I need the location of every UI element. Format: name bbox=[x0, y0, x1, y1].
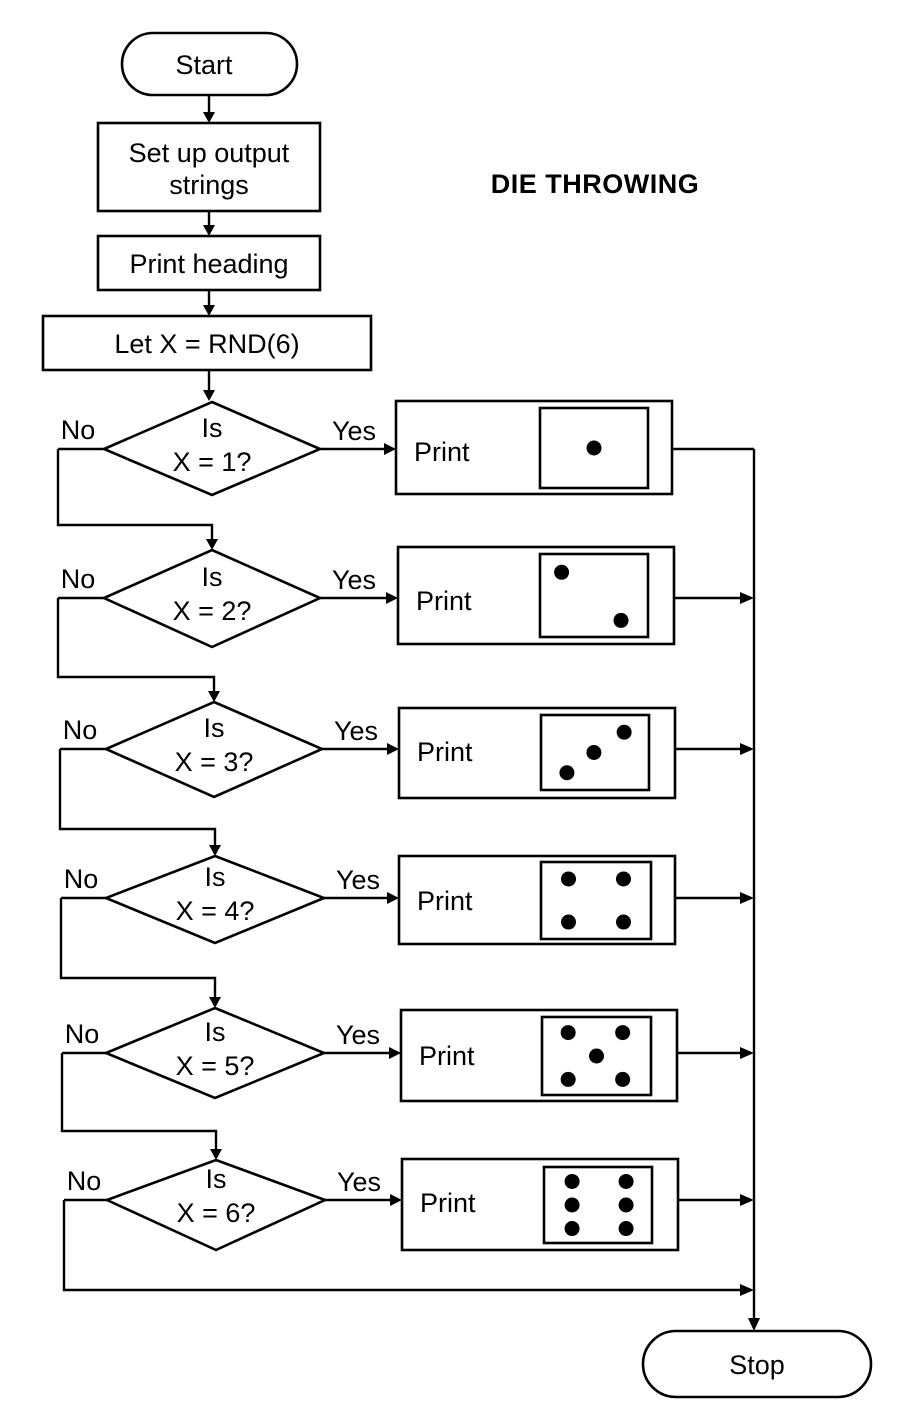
no-connector-2 bbox=[56, 598, 216, 692]
die-pip-4-1 bbox=[561, 871, 576, 887]
die-pip-6-6 bbox=[618, 1221, 634, 1237]
decision-line2-6: X = 6? bbox=[177, 1198, 256, 1228]
die-pip-4-3 bbox=[561, 914, 576, 930]
die-pip-6-3 bbox=[564, 1197, 580, 1213]
no-connector-5 bbox=[60, 1053, 218, 1150]
die-pip-5-1 bbox=[560, 1025, 576, 1041]
no-connector-4 bbox=[59, 898, 217, 998]
die-pip-3-1 bbox=[616, 724, 632, 740]
decision-line2-3: X = 3? bbox=[175, 747, 254, 777]
print-label-2: Print bbox=[416, 586, 472, 616]
print-label-3: Print bbox=[417, 737, 473, 767]
print-label-1: Print bbox=[414, 437, 470, 467]
no-label-5: No bbox=[65, 1019, 100, 1049]
decision-line2-2: X = 2? bbox=[173, 596, 252, 626]
start-label: Start bbox=[175, 50, 233, 80]
die-pip-1-1 bbox=[586, 440, 602, 456]
die-face-4 bbox=[539, 860, 653, 941]
diagram-title: DIE THROWING bbox=[491, 169, 700, 199]
no-connector-1 bbox=[56, 449, 214, 540]
setup-strings-line1: Set up output bbox=[129, 138, 290, 168]
decision-line1-6: Is bbox=[205, 1164, 226, 1194]
no-label-1: No bbox=[61, 415, 96, 445]
collector-line bbox=[673, 447, 760, 1331]
die-pip-4-4 bbox=[616, 914, 631, 930]
yes-label-6: Yes bbox=[337, 1167, 381, 1197]
decision-diamond-4 bbox=[102, 854, 328, 945]
decision-diamond-3 bbox=[102, 700, 326, 799]
decision-line1-2: Is bbox=[201, 562, 222, 592]
decision-line1-5: Is bbox=[204, 1017, 225, 1047]
random-assign-box: Let X = RND(6) bbox=[41, 314, 373, 372]
no-label-4: No bbox=[64, 864, 99, 894]
no-connector-3 bbox=[58, 749, 217, 846]
yes-label-3: Yes bbox=[334, 716, 378, 746]
die-pip-2-2 bbox=[613, 612, 629, 628]
print-heading-box: Print heading bbox=[96, 234, 322, 292]
die-face-6 bbox=[542, 1165, 654, 1245]
die-pip-6-1 bbox=[564, 1173, 580, 1189]
die-pip-5-5 bbox=[615, 1071, 631, 1087]
decision-line1-3: Is bbox=[203, 713, 224, 743]
die-pip-5-3 bbox=[589, 1048, 604, 1064]
decision-diamond-2 bbox=[100, 548, 324, 649]
print-label-5: Print bbox=[419, 1041, 475, 1071]
die-pip-5-2 bbox=[615, 1025, 631, 1041]
decision-diamond-6 bbox=[103, 1158, 329, 1252]
no-label-6: No bbox=[67, 1166, 102, 1196]
decision-diamond-5 bbox=[102, 1006, 328, 1100]
decision-line2-4: X = 4? bbox=[176, 896, 255, 926]
decision-line2-1: X = 1? bbox=[173, 447, 252, 477]
die-pip-6-2 bbox=[618, 1173, 634, 1189]
die-pip-5-4 bbox=[560, 1071, 576, 1087]
random-assign-label: Let X = RND(6) bbox=[114, 329, 299, 359]
setup-strings-box: Set up output strings bbox=[96, 121, 322, 213]
die-pip-2-1 bbox=[554, 564, 570, 580]
decision-line2-5: X = 5? bbox=[176, 1051, 255, 1081]
stop-terminator: Stop bbox=[641, 1329, 873, 1399]
die-pip-3-2 bbox=[586, 745, 602, 760]
top-connectors bbox=[203, 95, 215, 401]
decision-line1-1: Is bbox=[201, 413, 222, 443]
no-connector-6 bbox=[62, 1200, 742, 1292]
die-pip-4-2 bbox=[616, 871, 631, 887]
print-heading-label: Print heading bbox=[129, 249, 288, 279]
yes-label-2: Yes bbox=[332, 565, 376, 595]
print-label-6: Print bbox=[420, 1188, 476, 1218]
die-pip-6-4 bbox=[618, 1197, 634, 1213]
die-face-2 bbox=[538, 552, 650, 639]
setup-strings-line2: strings bbox=[169, 170, 249, 200]
die-pip-6-5 bbox=[564, 1221, 580, 1237]
decision-diamond-1 bbox=[100, 400, 324, 497]
yes-label-5: Yes bbox=[336, 1020, 380, 1050]
no-label-2: No bbox=[61, 564, 96, 594]
die-pip-3-3 bbox=[559, 765, 575, 781]
decision-line1-4: Is bbox=[204, 862, 225, 892]
start-terminator: Start bbox=[120, 31, 299, 97]
yes-label-4: Yes bbox=[336, 865, 380, 895]
print-label-4: Print bbox=[417, 886, 473, 916]
no-label-3: No bbox=[63, 715, 98, 745]
yes-label-1: Yes bbox=[332, 416, 376, 446]
stop-label: Stop bbox=[729, 1350, 785, 1380]
